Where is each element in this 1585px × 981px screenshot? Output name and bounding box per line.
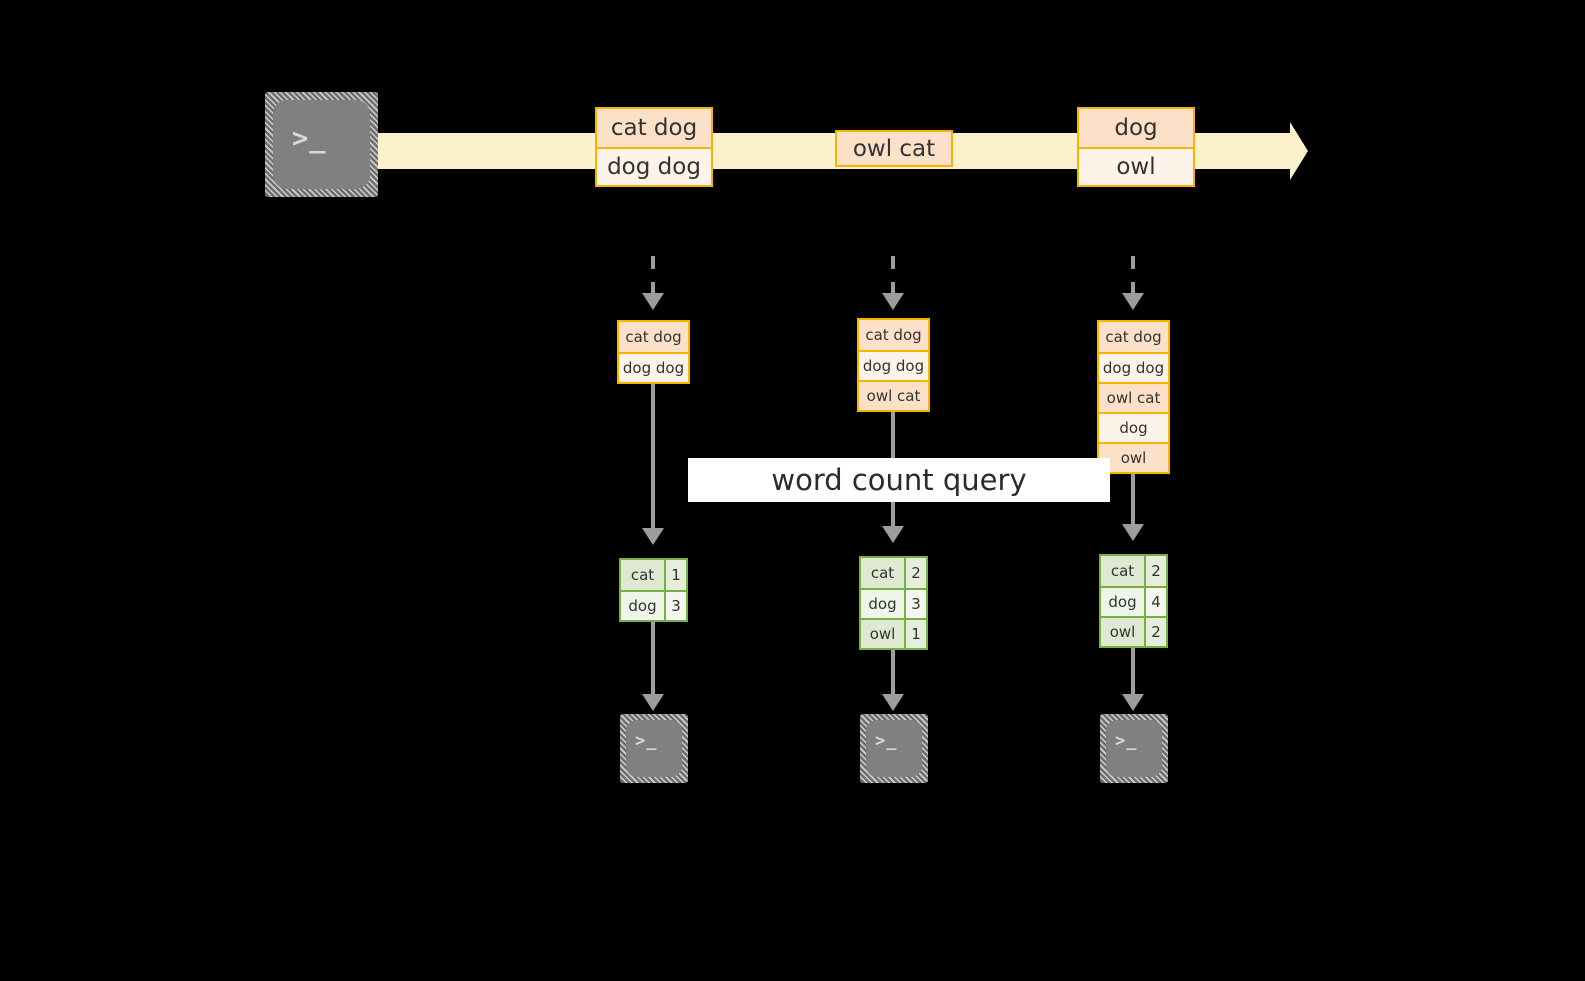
consumer-terminal-icon-1[interactable]: >_ (620, 714, 688, 783)
snapshot-to-result-connector-3 (1131, 474, 1135, 528)
result-count: 2 (904, 558, 926, 588)
snapshot-record-row: owl cat (859, 380, 928, 410)
stream-event-line: owl (1079, 147, 1193, 185)
result-word: owl (1101, 618, 1144, 646)
snapshot-to-result-arrowhead-3 (1122, 524, 1144, 541)
result-to-consumer-arrowhead-1 (642, 694, 664, 711)
producer-terminal-icon[interactable]: >_ (265, 92, 378, 197)
result-to-consumer-connector-1 (651, 622, 655, 696)
result-to-consumer-arrowhead-2 (882, 694, 904, 711)
snapshot-record-row: cat dog (1099, 322, 1168, 352)
result-count: 2 (1144, 618, 1166, 646)
snapshot-record-row: cat dog (619, 322, 688, 352)
stream-to-snapshot-connector-2 (891, 256, 895, 296)
snapshot-record-row: owl cat (1099, 382, 1168, 412)
stream-event-box-1[interactable]: cat dog dog dog (595, 107, 713, 187)
result-count: 1 (664, 560, 686, 590)
snapshot-record-row: dog dog (859, 350, 928, 380)
snapshot-records-box-1[interactable]: cat dog dog dog (617, 320, 690, 384)
result-word: dog (1101, 588, 1144, 616)
terminal-prompt-glyph: >_ (292, 123, 327, 154)
snapshot-record-row: dog (1099, 412, 1168, 442)
table-row: dog 3 (861, 588, 926, 618)
result-count: 3 (904, 590, 926, 618)
terminal-prompt-glyph: >_ (1115, 731, 1138, 751)
table-row: owl 1 (861, 618, 926, 648)
terminal-screen (273, 100, 370, 189)
stream-to-snapshot-connector-3 (1131, 256, 1135, 296)
result-table-1[interactable]: cat 1 dog 3 (619, 558, 688, 622)
snapshot-record-row: cat dog (859, 320, 928, 350)
result-count: 2 (1144, 556, 1166, 586)
snapshot-record-row: owl (1099, 442, 1168, 472)
snapshot-to-result-arrowhead-1 (642, 528, 664, 545)
terminal-screen (626, 720, 682, 777)
snapshot-to-result-connector-1 (651, 384, 655, 531)
result-to-consumer-arrowhead-3 (1122, 694, 1144, 711)
terminal-prompt-glyph: >_ (635, 731, 658, 751)
snapshot-record-row: dog dog (1099, 352, 1168, 382)
result-word: dog (621, 592, 664, 620)
result-word: cat (621, 560, 664, 590)
stream-to-snapshot-arrowhead-2 (882, 293, 904, 310)
result-word: cat (1101, 556, 1144, 586)
table-row: cat 2 (861, 558, 926, 588)
snapshot-records-box-2[interactable]: cat dog dog dog owl cat (857, 318, 930, 412)
snapshot-to-result-arrowhead-2 (882, 526, 904, 543)
event-stream-arrowhead (1290, 122, 1308, 180)
stream-event-box-3[interactable]: dog owl (1077, 107, 1195, 187)
stream-to-snapshot-arrowhead-1 (642, 293, 664, 310)
result-count: 3 (664, 592, 686, 620)
query-label: word count query (688, 458, 1110, 502)
result-count: 1 (904, 620, 926, 648)
stream-event-line: dog dog (597, 147, 711, 185)
stream-to-snapshot-arrowhead-3 (1122, 293, 1144, 310)
terminal-screen (1106, 720, 1162, 777)
table-row: dog 3 (621, 590, 686, 620)
stream-event-line: dog (1079, 109, 1193, 147)
table-row: owl 2 (1101, 616, 1166, 646)
result-word: dog (861, 590, 904, 618)
result-word: owl (861, 620, 904, 648)
terminal-prompt-glyph: >_ (875, 731, 898, 751)
table-row: dog 4 (1101, 586, 1166, 616)
consumer-terminal-icon-2[interactable]: >_ (860, 714, 928, 783)
stream-to-snapshot-connector-1 (651, 256, 655, 296)
stream-event-line: owl cat (852, 135, 936, 162)
result-to-consumer-connector-3 (1131, 648, 1135, 696)
snapshot-record-row: dog dog (619, 352, 688, 382)
result-to-consumer-connector-2 (891, 650, 895, 696)
table-row: cat 1 (621, 560, 686, 590)
terminal-screen (866, 720, 922, 777)
result-count: 4 (1144, 588, 1166, 616)
result-table-3[interactable]: cat 2 dog 4 owl 2 (1099, 554, 1168, 648)
result-word: cat (861, 558, 904, 588)
query-label-text: word count query (771, 463, 1027, 497)
consumer-terminal-icon-3[interactable]: >_ (1100, 714, 1168, 783)
snapshot-records-box-3[interactable]: cat dog dog dog owl cat dog owl (1097, 320, 1170, 474)
result-table-2[interactable]: cat 2 dog 3 owl 1 (859, 556, 928, 650)
table-row: cat 2 (1101, 556, 1166, 586)
stream-event-line: cat dog (597, 109, 711, 147)
stream-event-box-2[interactable]: owl cat (835, 130, 953, 167)
